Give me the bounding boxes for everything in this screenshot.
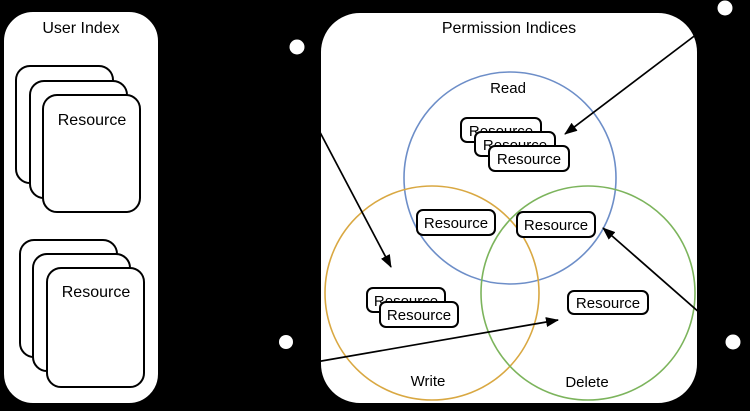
permission-indices-panel: Permission Indices Read Write Delete Res… <box>319 11 699 405</box>
resource-card-label: Resource <box>58 112 127 129</box>
connection-dot <box>279 335 293 349</box>
resource-box-label: Resource <box>387 307 451 324</box>
arrow-to-delete-resource <box>257 317 559 373</box>
write-label: Write <box>411 373 446 390</box>
write-resource-stack: Resource Resource <box>366 287 459 328</box>
resource-box <box>379 301 459 328</box>
arrow-to-read-resources <box>564 11 727 135</box>
resource-box <box>416 209 496 236</box>
connection-dot <box>289 39 305 55</box>
delete-resource: Resource <box>567 290 649 315</box>
resource-card-label: Resource <box>62 284 131 301</box>
read-resource-stack: Resource Resource Resource <box>460 117 570 172</box>
resource-box-label: Resource <box>497 151 561 168</box>
resource-box <box>516 211 596 238</box>
user-index-panel: User Index Resource Resource <box>2 10 160 405</box>
connection-dot <box>725 334 741 350</box>
arrow-to-write-resources <box>302 99 392 268</box>
user-index-title: User Index <box>42 20 119 37</box>
read-label: Read <box>490 80 526 97</box>
user-resource-stack-2: Resource <box>19 239 145 388</box>
read-write-resource: Resource <box>416 209 496 236</box>
arrow-to-read-delete-resource <box>602 227 734 343</box>
resource-box-label: Resource <box>576 295 640 312</box>
resource-box <box>567 290 649 315</box>
resource-card-front <box>46 267 145 388</box>
permission-indices-title: Permission Indices <box>442 20 576 37</box>
resource-box-label: Resource <box>424 215 488 232</box>
permission-indices-panel-box <box>319 11 699 405</box>
resource-box-label: Resource <box>524 217 588 234</box>
read-delete-resource: Resource <box>516 211 596 238</box>
resource-box <box>488 145 570 172</box>
write-circle <box>324 185 540 401</box>
connection-dot <box>717 0 733 16</box>
resource-card-front <box>42 94 141 213</box>
delete-label: Delete <box>565 374 608 391</box>
user-resource-stack-1: Resource <box>15 65 141 213</box>
read-circle <box>403 71 617 285</box>
delete-circle <box>480 185 696 401</box>
